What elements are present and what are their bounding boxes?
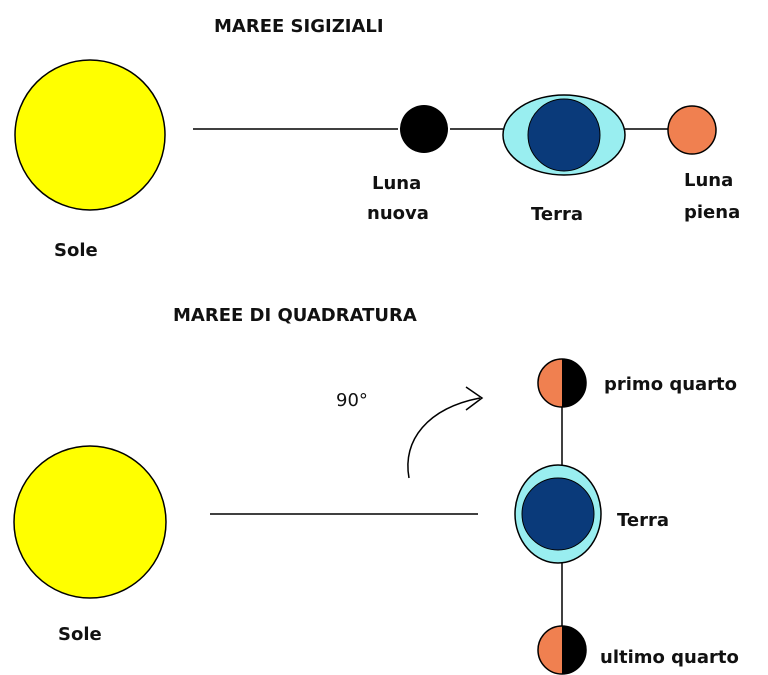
rotation-arrow-icon bbox=[407, 397, 481, 479]
syzygy-title: MAREE SIGIZIALI bbox=[214, 16, 384, 37]
sun-icon bbox=[13, 445, 167, 599]
sun-label: Sole bbox=[54, 240, 98, 261]
sun-icon bbox=[14, 59, 166, 211]
first-quarter-moon-icon bbox=[537, 358, 587, 408]
earth-icon bbox=[521, 477, 595, 551]
earth-label: Terra bbox=[531, 204, 583, 225]
last-quarter-moon-icon bbox=[537, 625, 587, 675]
new-moon-label-line1: Luna bbox=[372, 173, 421, 194]
arrowhead-icon bbox=[465, 386, 484, 411]
first-quarter-label: primo quarto bbox=[604, 374, 737, 395]
quadrature-title: MAREE DI QUADRATURA bbox=[173, 305, 417, 326]
earth-label: Terra bbox=[617, 510, 669, 531]
earth-icon bbox=[527, 98, 601, 172]
full-moon-label-line2: piena bbox=[684, 202, 740, 223]
full-moon-icon bbox=[667, 105, 717, 155]
last-quarter-label: ultimo quarto bbox=[600, 647, 739, 668]
new-moon-label-line2: nuova bbox=[367, 203, 429, 224]
sun-label: Sole bbox=[58, 624, 102, 645]
angle-label: 90° bbox=[336, 390, 368, 411]
new-moon-icon bbox=[400, 105, 448, 153]
full-moon-label-line1: Luna bbox=[684, 170, 733, 191]
